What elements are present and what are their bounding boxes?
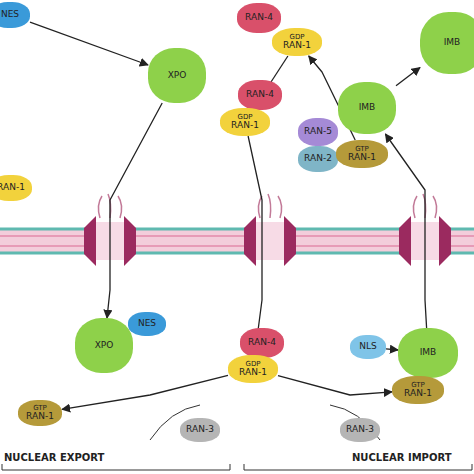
receptor-shape: XPO — [148, 48, 206, 103]
protein-blob: GTPRAN-1 — [18, 400, 62, 426]
protein-name: RAN-3 — [186, 425, 214, 434]
protein-blob: NES — [128, 312, 166, 336]
protein-name: XPO — [95, 341, 114, 350]
transport-arrow — [62, 375, 228, 409]
receptor-shape: XPO — [75, 318, 133, 373]
protein-blob: RAN-5 — [298, 118, 338, 146]
transport-arrow — [386, 349, 398, 350]
protein-blob: RAN-1 — [0, 175, 32, 201]
protein-name: RAN-5 — [304, 127, 332, 136]
transport-arrow — [30, 22, 148, 65]
transport-arrow — [396, 68, 420, 86]
protein-name: RAN-1 — [404, 389, 432, 398]
bracket — [2, 464, 230, 470]
protein-blob: GDPRAN-1 — [220, 108, 270, 136]
receptor-shape: IMB — [338, 82, 396, 134]
protein-name: XPO — [168, 71, 187, 80]
transport-arrow — [248, 136, 262, 355]
protein-blob: GTPRAN-1 — [336, 140, 388, 168]
protein-blob: GTPRAN-1 — [392, 376, 444, 404]
protein-name: RAN-1 — [0, 183, 25, 192]
protein-blob: RAN-4 — [237, 3, 281, 33]
receptor-shape: IMB — [398, 328, 458, 378]
protein-name: RAN-1 — [231, 121, 259, 130]
transport-arrow — [107, 103, 162, 318]
protein-blob: RAN-4 — [240, 328, 284, 358]
protein-name: GDP — [245, 361, 260, 368]
protein-name: GTP — [355, 146, 369, 153]
protein-name: GTP — [33, 405, 47, 412]
protein-name: GDP — [289, 34, 304, 41]
receptor-shape: IMB — [420, 12, 474, 74]
protein-name: RAN-2 — [304, 154, 332, 163]
protein-blob: GDPRAN-1 — [228, 355, 278, 383]
protein-name: RAN-4 — [245, 13, 273, 22]
protein-name: NES — [1, 10, 19, 19]
protein-blob: NLS — [350, 335, 386, 359]
protein-name: NES — [138, 319, 156, 328]
nuclear-pore — [244, 194, 296, 266]
section-label: NUCLEAR EXPORT — [4, 452, 104, 463]
protein-name: RAN-4 — [246, 90, 274, 99]
protein-name: GTP — [411, 382, 425, 389]
protein-name: RAN-1 — [239, 368, 267, 377]
protein-name: RAN-1 — [26, 412, 54, 421]
protein-name: RAN-4 — [248, 338, 276, 347]
protein-blob: RAN-3 — [340, 418, 380, 442]
protein-blob: NES — [0, 2, 30, 28]
protein-name: GDP — [237, 114, 252, 121]
protein-name: RAN-3 — [346, 425, 374, 434]
transport-arrow — [385, 134, 426, 328]
protein-blob: RAN-2 — [298, 146, 338, 172]
bracket — [244, 464, 472, 470]
protein-name: RAN-1 — [348, 153, 376, 162]
protein-name: RAN-1 — [283, 41, 311, 50]
protein-name: IMB — [359, 103, 376, 112]
protein-name: IMB — [420, 348, 437, 357]
protein-name: NLS — [359, 342, 376, 351]
protein-blob: RAN-4 — [238, 80, 282, 110]
section-label: NUCLEAR IMPORT — [352, 452, 452, 463]
protein-name: IMB — [444, 38, 461, 47]
transport-arrow — [278, 376, 392, 395]
protein-blob: GDPRAN-1 — [272, 28, 322, 56]
protein-blob: RAN-3 — [180, 418, 220, 442]
